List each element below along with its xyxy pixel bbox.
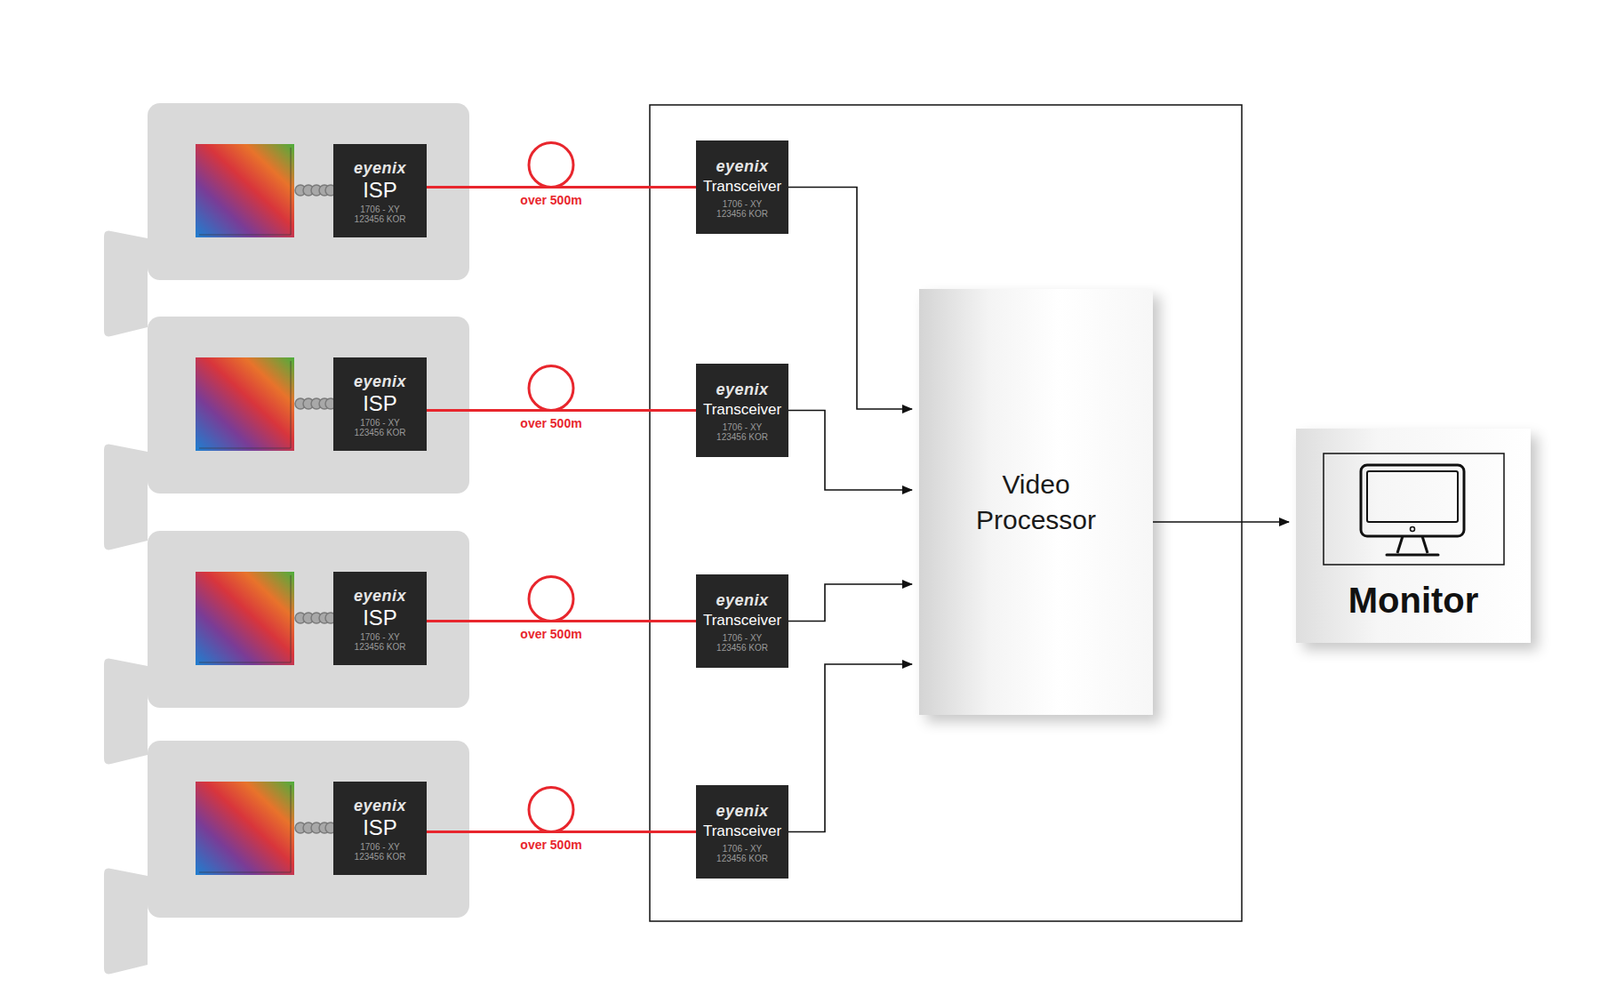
chip-name: ISP <box>362 815 398 840</box>
part-code: 1706 - XY 123456 KOR <box>713 199 771 219</box>
isp-chip: eyenixISP1706 - XY 123456 KOR <box>333 144 427 238</box>
brand-text: eyenix <box>353 585 407 606</box>
camera-body <box>104 316 470 550</box>
cable-label: over 500m <box>518 416 584 431</box>
transceiver-chip: eyenixTransceiver1706 - XY 123456 KOR <box>696 363 789 457</box>
chip-name: Transceiver <box>703 176 782 198</box>
chip-name: Transceiver <box>703 609 782 632</box>
monitor-glyph <box>1360 464 1464 555</box>
screen-outline <box>1323 453 1504 565</box>
brand-text: eyenix <box>715 156 768 176</box>
brand-text: eyenix <box>353 158 407 178</box>
processor-box: Video Processor <box>919 288 1153 715</box>
signal-arrow <box>788 584 912 622</box>
chip-name: ISP <box>362 391 398 416</box>
chip-name: Transceiver <box>703 399 782 421</box>
part-code: 1706 - XY 123456 KOR <box>352 841 409 862</box>
part-code: 1706 - XY 123456 KOR <box>713 422 771 442</box>
cable-line <box>426 143 696 188</box>
signal-arrow <box>788 664 912 832</box>
signal-arrow <box>1152 520 1289 523</box>
part-code: 1706 - XY 123456 KOR <box>713 632 771 653</box>
camera-body <box>104 530 470 764</box>
transceiver-chip: eyenixTransceiver1706 - XY 123456 KOR <box>696 784 789 879</box>
enclosure-box <box>649 104 1242 921</box>
isp-chip: eyenixISP1706 - XY 123456 KOR <box>333 357 427 451</box>
cable-label: over 500m <box>518 626 584 641</box>
cable-label: over 500m <box>518 192 584 208</box>
brand-text: eyenix <box>353 795 407 816</box>
brand-text: eyenix <box>715 590 768 610</box>
cable-line <box>426 576 696 622</box>
signal-arrow <box>788 187 912 410</box>
monitor-box: Monitor <box>1296 428 1531 643</box>
brand-text: eyenix <box>353 371 407 392</box>
node-label: Video Processor <box>965 466 1108 538</box>
transceiver-chip: eyenixTransceiver1706 - XY 123456 KOR <box>696 140 789 234</box>
part-code: 1706 - XY 123456 KOR <box>352 632 409 652</box>
transceiver-chip: eyenixTransceiver1706 - XY 123456 KOR <box>696 574 789 668</box>
signal-arrow <box>788 410 912 491</box>
brand-text: eyenix <box>715 379 768 400</box>
camera-body <box>104 103 470 336</box>
brand-text: eyenix <box>715 800 768 821</box>
node-label: Monitor <box>1296 579 1531 621</box>
cable-line <box>426 365 696 410</box>
isp-chip: eyenixISP1706 - XY 123456 KOR <box>333 571 427 665</box>
part-code: 1706 - XY 123456 KOR <box>352 204 409 224</box>
chip-name: ISP <box>362 605 398 631</box>
cable-label: over 500m <box>518 837 584 852</box>
chip-name: Transceiver <box>703 820 782 842</box>
chip-name: ISP <box>362 177 398 203</box>
part-code: 1706 - XY 123456 KOR <box>352 417 409 438</box>
part-code: 1706 - XY 123456 KOR <box>713 843 771 864</box>
cable-line <box>426 787 696 832</box>
isp-chip: eyenixISP1706 - XY 123456 KOR <box>333 781 427 875</box>
camera-body <box>104 740 470 974</box>
